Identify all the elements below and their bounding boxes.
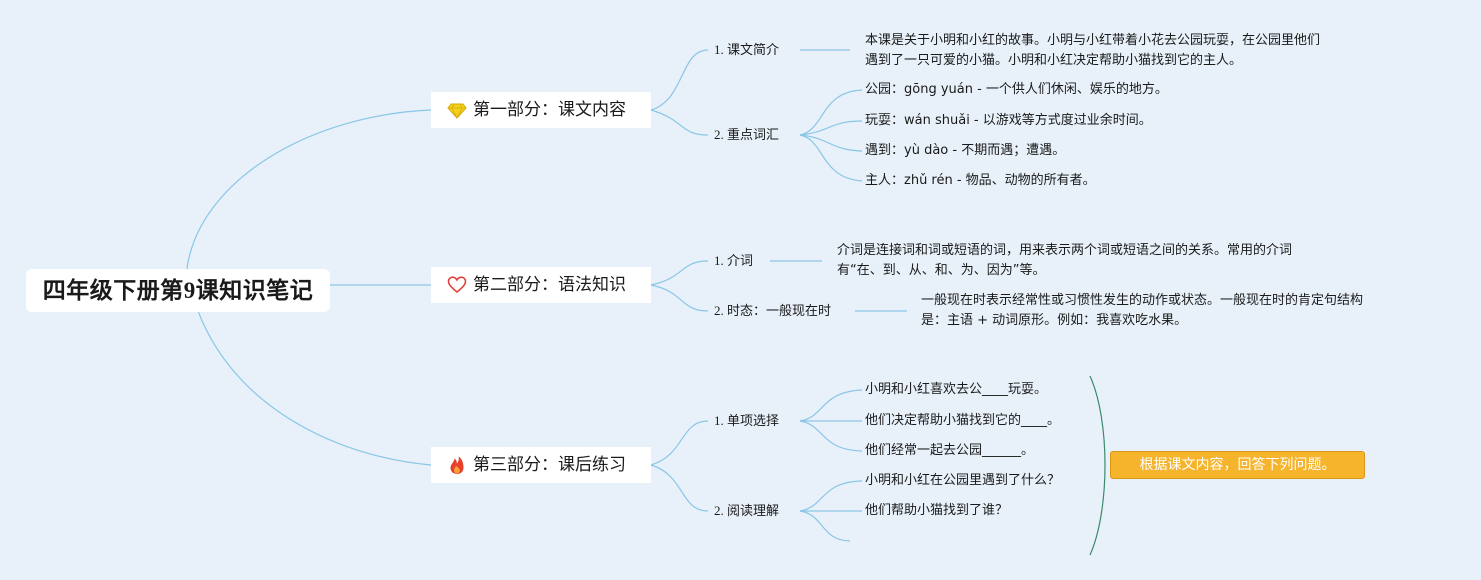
leaf-intro-line-1: 本课是关于小明和小红的故事。小明与小红带着小花去公园玩耍，在公园里他们 — [865, 33, 1321, 48]
link-s3c2-leaf3 — [799, 510, 851, 542]
leaf-preposition-line-2: 有“在、到、从、和、为、因为”等。 — [837, 263, 1046, 278]
section-1-title: 第一部分：课文内容 — [473, 100, 626, 120]
summary-callout[interactable]: 根据课文内容，回答下列问题。 — [1110, 451, 1365, 479]
heart-icon — [447, 275, 467, 295]
fire-icon — [447, 455, 467, 475]
leaf-choice-3[interactable]: 他们经常一起去公园______。 — [865, 443, 1035, 458]
section-3-title: 第三部分：课后练习 — [473, 455, 626, 475]
link-s3c2-leaf1 — [799, 480, 863, 512]
section-1-child-1[interactable]: 1. 课文简介 — [714, 42, 780, 57]
section-3-child-1[interactable]: 1. 单项选择 — [714, 413, 780, 428]
link-s1c2-leaf2 — [799, 120, 863, 136]
section-1[interactable]: 第一部分：课文内容 — [431, 92, 651, 128]
leaf-vocab-1[interactable]: 公园：gōng yuán - 一个供人们休闲、娱乐的地方。 — [865, 82, 1168, 97]
leaf-vocab-3[interactable]: 遇到：yù dào - 不期而遇；遭遇。 — [865, 143, 1066, 158]
link-s3-c1 — [650, 420, 709, 466]
leaf-reading-1[interactable]: 小明和小红在公园里遇到了什么？ — [865, 473, 1061, 488]
link-s1c2-leaf1 — [799, 89, 863, 136]
root-topic[interactable]: 四年级下册第9课知识笔记 — [26, 269, 330, 312]
link-s3c1-leaf3 — [799, 420, 863, 452]
leaf-preposition-line-1: 介词是连接词和词或短语的词，用来表示两个词或短语之间的关系。常用的介词 — [837, 243, 1293, 258]
leaf-present-tense-line-2: 是：主语 + 动词原形。例如：我喜欢吃水果。 — [921, 313, 1188, 328]
section-2-child-1[interactable]: 1. 介词 — [714, 253, 754, 268]
link-s1c2-leaf3 — [799, 134, 863, 152]
section-3-child-2[interactable]: 2. 阅读理解 — [714, 503, 780, 518]
link-s2-c2 — [650, 284, 709, 312]
leaf-choice-2[interactable]: 他们决定帮助小猫找到它的____。 — [865, 413, 1061, 428]
link-s1-c2 — [650, 109, 709, 136]
leaf-reading-2[interactable]: 他们帮助小猫找到了谁？ — [865, 503, 1009, 518]
leaf-present-tense[interactable]: 一般现在时表示经常性或习惯性发生的动作或状态。一般现在时的肯定句结构 是：主语 … — [921, 291, 1363, 331]
link-s1c2-leaf4 — [799, 134, 863, 182]
section-2-child-2[interactable]: 2. 时态：一般现在时 — [714, 303, 832, 318]
leaf-vocab-4[interactable]: 主人：zhǔ rén - 物品、动物的所有者。 — [865, 173, 1096, 188]
summary-bracket — [1089, 375, 1106, 556]
section-2-title: 第二部分：语法知识 — [473, 275, 626, 295]
leaf-vocab-2[interactable]: 玩耍：wán shuǎi - 以游戏等方式度过业余时间。 — [865, 113, 1152, 128]
leaf-intro[interactable]: 本课是关于小明和小红的故事。小明与小红带着小花去公园玩耍，在公园里他们 遇到了一… — [865, 31, 1320, 71]
diamond-icon — [447, 100, 467, 120]
link-root-section-3 — [186, 267, 432, 466]
link-root-section-1 — [186, 109, 432, 269]
leaf-present-tense-line-1: 一般现在时表示经常性或习惯性发生的动作或状态。一般现在时的肯定句结构 — [921, 293, 1364, 308]
leaf-intro-line-2: 遇到了一只可爱的小猫。小明和小红决定帮助小猫找到它的主人。 — [865, 53, 1243, 68]
link-s2-c1 — [650, 260, 709, 286]
link-s3-c2 — [650, 464, 709, 512]
section-2[interactable]: 第二部分：语法知识 — [431, 267, 651, 303]
section-1-child-2[interactable]: 2. 重点词汇 — [714, 127, 780, 142]
link-s1-c1 — [650, 49, 709, 111]
link-s3c1-leaf1 — [799, 389, 863, 422]
leaf-preposition[interactable]: 介词是连接词和词或短语的词，用来表示两个词或短语之间的关系。常用的介词 有“在、… — [837, 241, 1292, 281]
section-3[interactable]: 第三部分：课后练习 — [431, 447, 651, 483]
leaf-choice-1[interactable]: 小明和小红喜欢去公____玩耍。 — [865, 382, 1048, 397]
